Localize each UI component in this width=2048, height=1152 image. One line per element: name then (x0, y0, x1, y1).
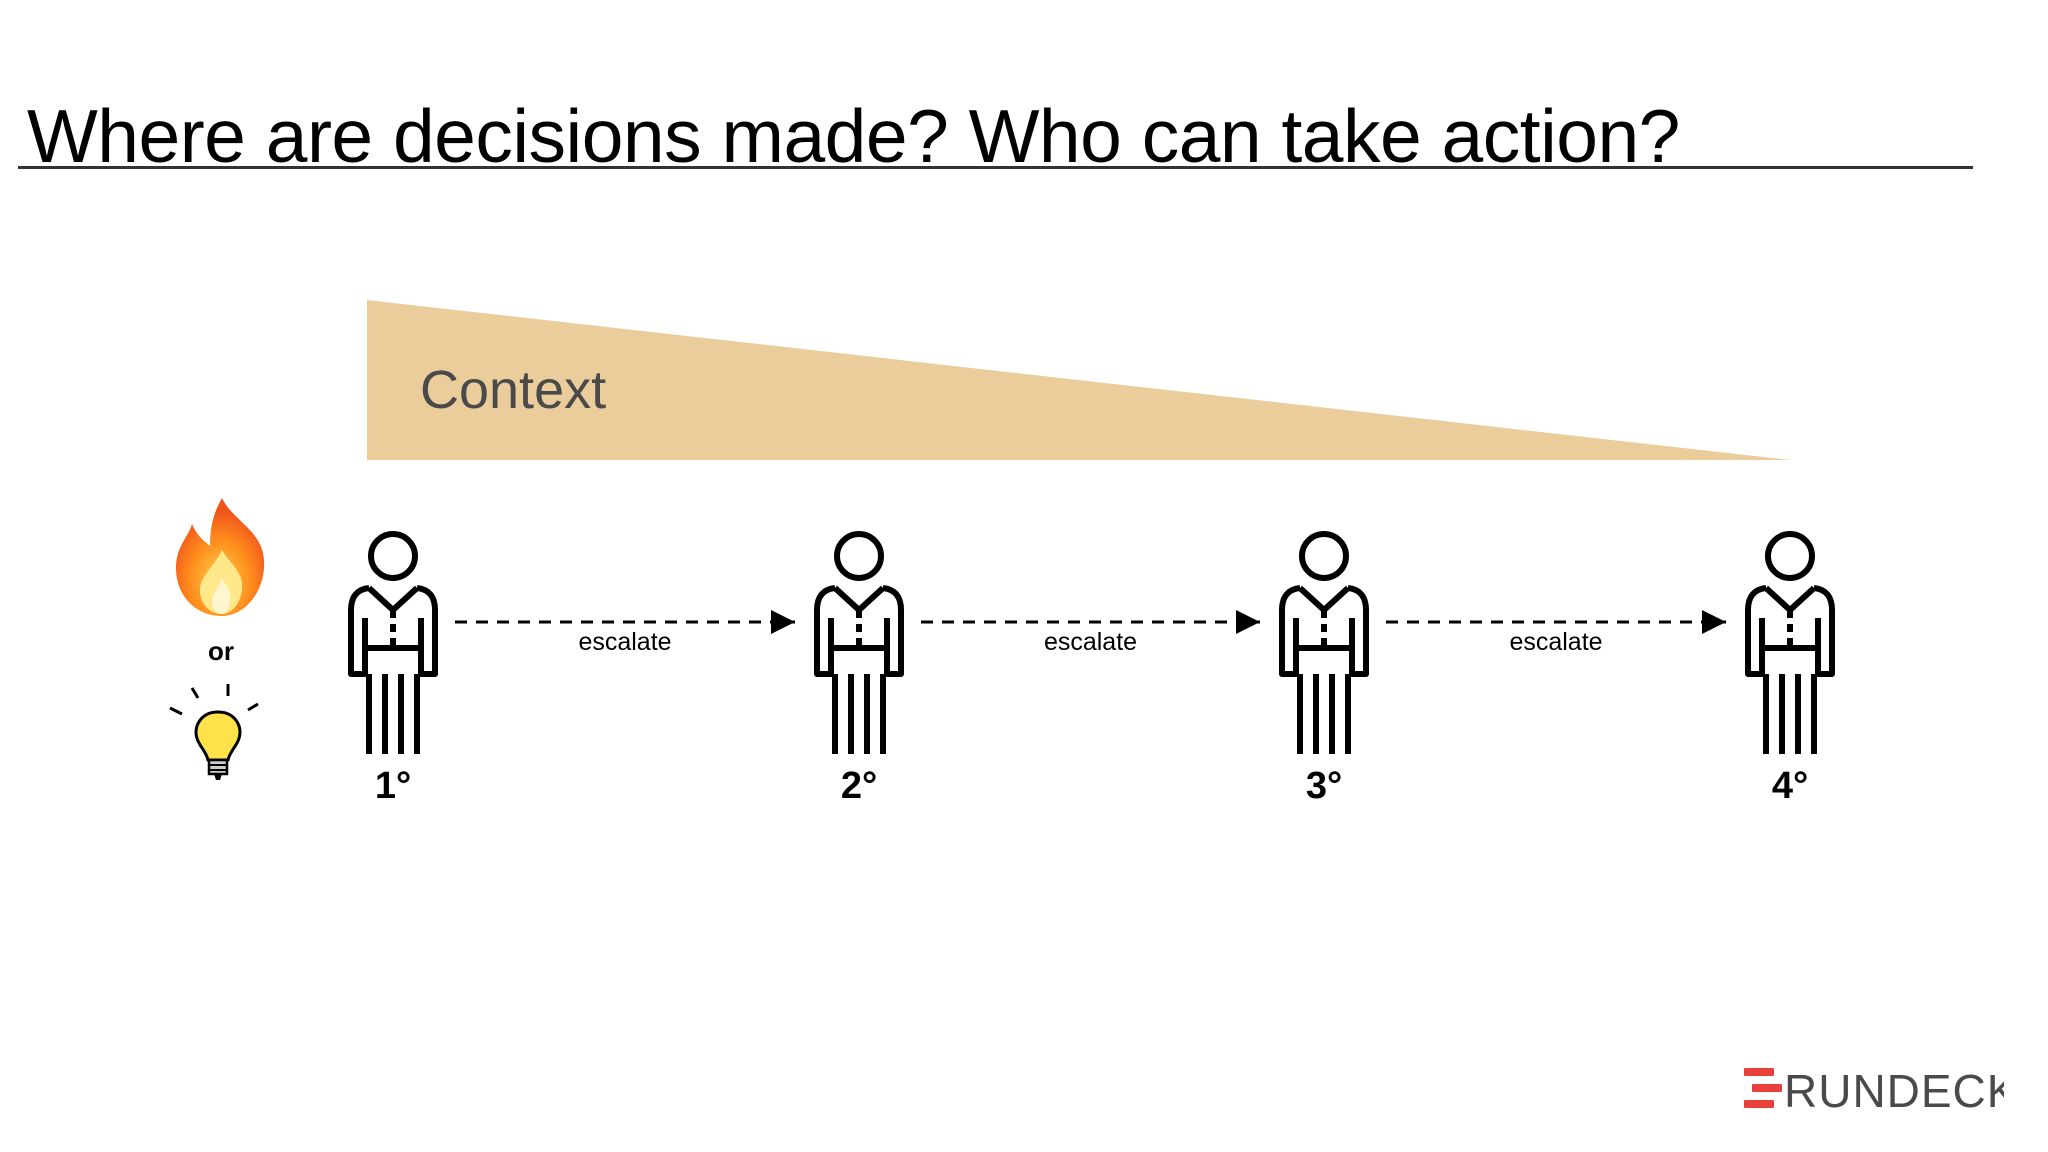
person-3: 3° (1282, 534, 1366, 807)
person-degree-label: 4° (1772, 765, 1808, 807)
person-2: 2° (817, 534, 901, 807)
escalate-arrow-1: escalate (455, 610, 795, 656)
person-degree-label: 3° (1306, 765, 1342, 807)
escalate-arrow-2: escalate (921, 610, 1260, 656)
lightbulb-icon (169, 684, 259, 780)
rundeck-logo: RUNDECK (1744, 1065, 2004, 1112)
escalate-label: escalate (1044, 628, 1137, 656)
person-icon (817, 534, 901, 754)
person-1: 1° (351, 534, 435, 807)
people-row: 1° 2° 3° 4° (351, 534, 1832, 807)
title-divider (18, 166, 1973, 169)
person-4: 4° (1748, 534, 1832, 807)
person-icon (1282, 534, 1366, 754)
rundeck-mark-icon (1744, 1068, 1782, 1108)
slide-title: Where are decisions made? Who can take a… (27, 94, 1680, 178)
person-degree-label: 1° (375, 765, 411, 807)
or-label: or (208, 636, 234, 666)
context-label: Context (420, 360, 606, 420)
fire-icon (176, 498, 265, 616)
escalate-label: escalate (1509, 628, 1602, 656)
person-degree-label: 2° (841, 765, 877, 807)
escalate-arrow-3: escalate (1386, 610, 1726, 656)
context-wedge (367, 300, 1790, 460)
brand-name: RUNDECK (1784, 1065, 2004, 1112)
escalate-label: escalate (578, 628, 671, 656)
escalation-arrows: escalate escalate escalate (455, 610, 1726, 656)
person-icon (351, 534, 435, 754)
person-icon (1748, 534, 1832, 754)
